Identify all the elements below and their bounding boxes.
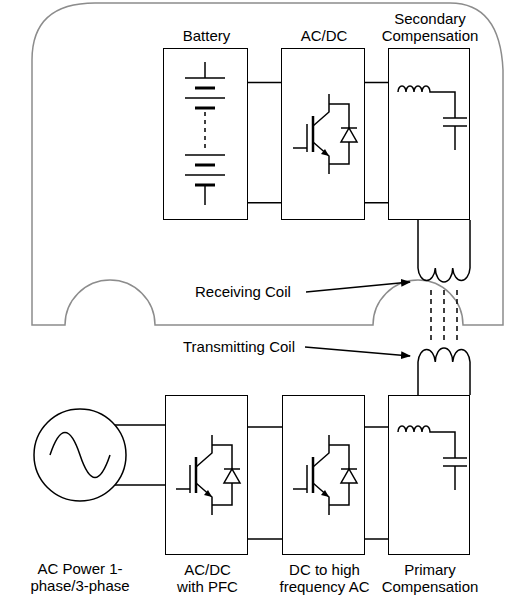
coil-label: Transmitting Coil xyxy=(183,338,295,355)
ac-source-circle: AC Power 1-phase/3-phase xyxy=(33,408,127,502)
ac-source-symbol xyxy=(33,408,127,502)
converter-box: DC to high frequency AC xyxy=(282,395,365,555)
power-wire xyxy=(115,425,165,485)
node-label: DC to high frequency AC xyxy=(275,561,375,595)
magnetic-coupling xyxy=(431,290,457,342)
power-wire xyxy=(248,427,282,539)
coil-label: Receiving Coil xyxy=(195,283,291,300)
igbt-symbol xyxy=(176,435,240,515)
power-wire xyxy=(365,82,388,202)
leader-arrow xyxy=(305,347,410,356)
power-wire xyxy=(248,82,281,202)
node-label: Secondary Compensation xyxy=(374,10,486,44)
receiving-coil xyxy=(418,220,470,282)
node-label: AC Power 1-phase/3-phase xyxy=(18,560,143,594)
igbt-symbol xyxy=(293,435,357,515)
node-label: Primary Compensation xyxy=(374,561,486,595)
transmitting-coil xyxy=(418,348,470,395)
converter-box: AC/DC xyxy=(281,48,365,220)
lc-symbol xyxy=(398,426,467,490)
node-label: AC/DC xyxy=(268,27,380,44)
car-outline xyxy=(32,3,503,325)
lc-symbol xyxy=(398,86,467,150)
converter-box: Secondary Compensation xyxy=(388,48,470,220)
igbt-symbol xyxy=(293,94,357,174)
sine-wave xyxy=(50,433,110,478)
leader-arrow xyxy=(306,282,410,292)
converter-box: Primary Compensation xyxy=(388,395,470,555)
power-wire xyxy=(365,427,388,539)
converter-box: AC/DC with PFC xyxy=(165,395,248,555)
node-label: AC/DC with PFC xyxy=(172,561,244,595)
source-outline xyxy=(34,409,126,501)
node-label: Battery xyxy=(151,27,263,44)
battery-symbol xyxy=(185,62,225,205)
converter-box: Battery xyxy=(163,48,248,220)
